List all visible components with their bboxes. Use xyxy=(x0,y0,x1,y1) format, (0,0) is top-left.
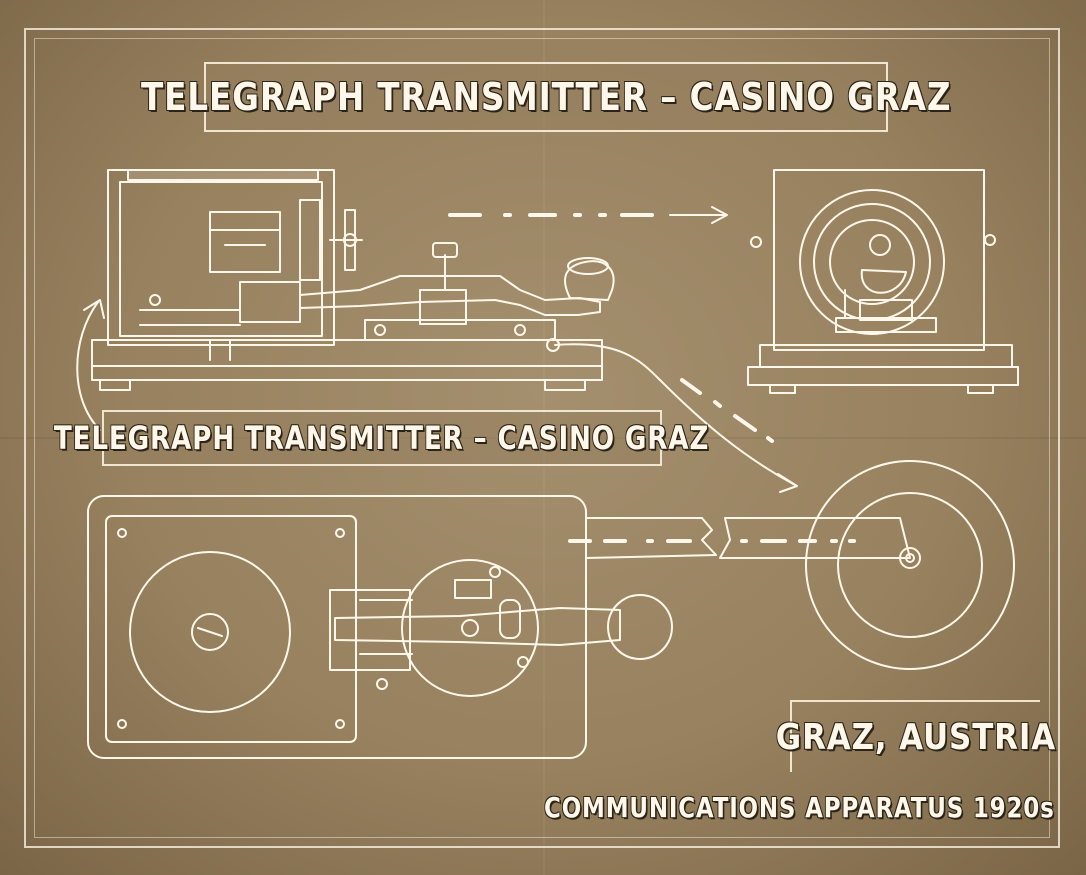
outer-frame xyxy=(24,28,1060,848)
telegraph-key-side-view xyxy=(91,169,661,391)
morse-signal-arrows xyxy=(76,206,856,543)
telegraph-key-top-view xyxy=(87,495,911,759)
poster-title-box: TELEGRAPH TRANSMITTER – CASINO GRAZ xyxy=(141,62,950,132)
poster-subtitle: TELEGRAPH TRANSMITTER – CASINO GRAZ xyxy=(54,419,710,457)
caption-label: COMMUNICATIONS APPARATUS 1920s xyxy=(543,790,1055,824)
location-label: GRAZ, AUSTRIA xyxy=(775,716,1057,758)
tape-reel xyxy=(805,460,1015,670)
inner-frame xyxy=(34,38,1050,838)
caption-box: COMMUNICATIONS APPARATUS 1920s xyxy=(544,782,1054,832)
poster-title: TELEGRAPH TRANSMITTER – CASINO GRAZ xyxy=(140,75,952,119)
location-box: GRAZ, AUSTRIA xyxy=(776,700,1055,772)
poster-subtitle-box: TELEGRAPH TRANSMITTER – CASINO GRAZ xyxy=(54,410,709,466)
sounder-front-view xyxy=(747,169,1019,394)
